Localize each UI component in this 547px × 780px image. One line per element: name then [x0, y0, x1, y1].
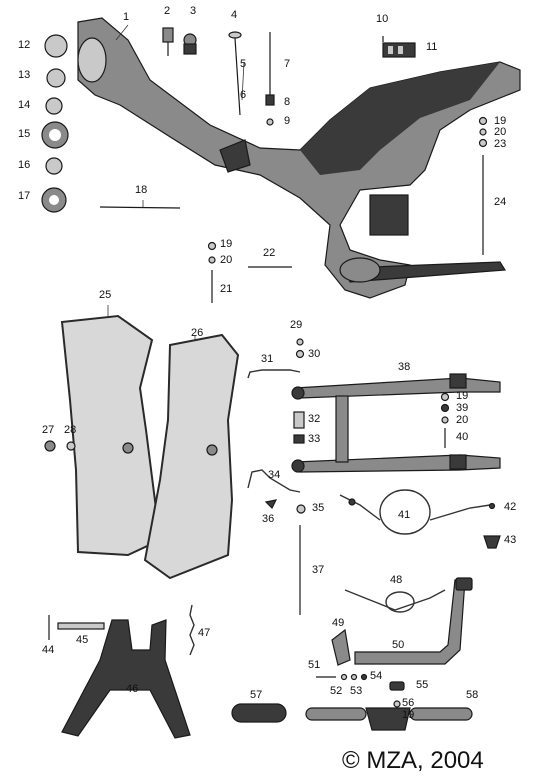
bolt-part-18 — [99, 206, 181, 209]
label-56: 56 — [402, 697, 415, 709]
label-17: 17 — [18, 190, 31, 202]
label-19-right: 19 — [494, 115, 507, 127]
label-35: 35 — [312, 502, 325, 514]
washer-part-35 — [296, 504, 306, 514]
rod-part-7 — [265, 32, 275, 126]
clamp-part-11 — [382, 36, 416, 58]
label-23: 23 — [494, 138, 507, 150]
bolt-part-2 — [162, 27, 174, 56]
label-42: 42 — [504, 501, 517, 513]
spoke-part-4 — [228, 31, 242, 116]
side-cover-25 — [60, 314, 162, 557]
nipple-part-42 — [488, 502, 496, 510]
label-53: 53 — [350, 685, 363, 697]
washer-part-28 — [66, 441, 76, 451]
label-39: 39 — [456, 402, 469, 414]
label-13: 13 — [18, 69, 31, 81]
grip-part-57 — [231, 703, 287, 723]
label-30: 30 — [308, 348, 321, 360]
label-3: 3 — [190, 5, 197, 17]
label-31: 31 — [261, 353, 274, 365]
label-37: 37 — [312, 564, 325, 576]
cap-part-43 — [483, 535, 501, 549]
label-51: 51 — [308, 659, 321, 671]
label-52: 52 — [330, 685, 343, 697]
label-15: 15 — [18, 128, 31, 140]
label-55: 55 — [416, 679, 429, 691]
label-29: 29 — [290, 319, 303, 331]
copyright-notice: © MZA, 2004 — [342, 747, 484, 774]
footrest-bar-58 — [305, 707, 473, 731]
label-1: 1 — [123, 11, 130, 23]
label-16: 16 — [18, 159, 31, 171]
label-34: 34 — [268, 469, 281, 481]
leader-lines — [107, 24, 245, 340]
kickstart-lever-50 — [354, 577, 473, 665]
label-2: 2 — [164, 5, 171, 17]
label-20-mid: 20 — [220, 254, 233, 266]
label-10: 10 — [376, 13, 389, 25]
label-21: 21 — [220, 283, 233, 295]
label-43: 43 — [504, 534, 517, 546]
bearing-rings — [41, 34, 69, 213]
label-19-mid: 19 — [220, 238, 233, 250]
label-48: 48 — [390, 574, 403, 586]
label-24: 24 — [494, 196, 507, 208]
bracket-part-34 — [247, 469, 301, 493]
bushing-part-32 — [293, 411, 305, 429]
label-54: 54 — [370, 670, 383, 682]
label-27: 27 — [42, 424, 55, 436]
label-7: 7 — [284, 58, 291, 70]
nut-part-27 — [44, 440, 56, 452]
label-20-right: 20 — [494, 126, 507, 138]
label-38: 38 — [398, 361, 411, 373]
label-19-arm: 19 — [456, 390, 469, 402]
label-47: 47 — [198, 627, 211, 639]
label-14: 14 — [18, 99, 31, 111]
label-6: 6 — [240, 89, 247, 101]
label-19-bottom: 19 — [402, 709, 415, 721]
label-57: 57 — [250, 689, 263, 701]
label-8: 8 — [284, 96, 291, 108]
frame-part — [77, 17, 521, 299]
fitting-part-3 — [183, 33, 197, 55]
label-58: 58 — [466, 689, 479, 701]
axle-part-45 — [57, 622, 105, 630]
label-46: 46 — [126, 683, 139, 695]
bracket-part-31 — [247, 369, 301, 379]
label-50: 50 — [392, 639, 405, 651]
label-18: 18 — [135, 184, 148, 196]
label-9: 9 — [284, 115, 291, 127]
cable-part-48 — [344, 589, 446, 613]
label-41: 41 — [398, 509, 411, 521]
bracket-part-49 — [331, 628, 351, 666]
label-11: 11 — [426, 41, 438, 53]
washers-24 — [478, 116, 488, 255]
centre-stand-46 — [61, 619, 191, 739]
label-32: 32 — [308, 413, 321, 425]
bushing-part-33 — [293, 434, 305, 444]
washers-40 — [440, 392, 450, 448]
label-44: 44 — [42, 644, 55, 656]
cable-part-41 — [339, 489, 491, 535]
washers-21 — [207, 241, 217, 303]
label-4: 4 — [231, 9, 238, 21]
swing-arm-38 — [291, 373, 501, 473]
clip-part-36 — [264, 499, 278, 510]
label-26: 26 — [191, 327, 204, 339]
side-cover-26 — [143, 333, 240, 580]
label-36: 36 — [262, 513, 275, 525]
label-25: 25 — [99, 289, 112, 301]
label-33: 33 — [308, 433, 321, 445]
label-20-arm: 20 — [456, 414, 469, 426]
label-40: 40 — [456, 431, 469, 443]
label-49: 49 — [332, 617, 345, 629]
label-28: 28 — [64, 424, 77, 436]
label-12: 12 — [18, 39, 31, 51]
label-22: 22 — [263, 247, 276, 259]
label-5: 5 — [240, 58, 247, 70]
spring-part-47 — [189, 604, 195, 656]
label-45: 45 — [76, 634, 89, 646]
